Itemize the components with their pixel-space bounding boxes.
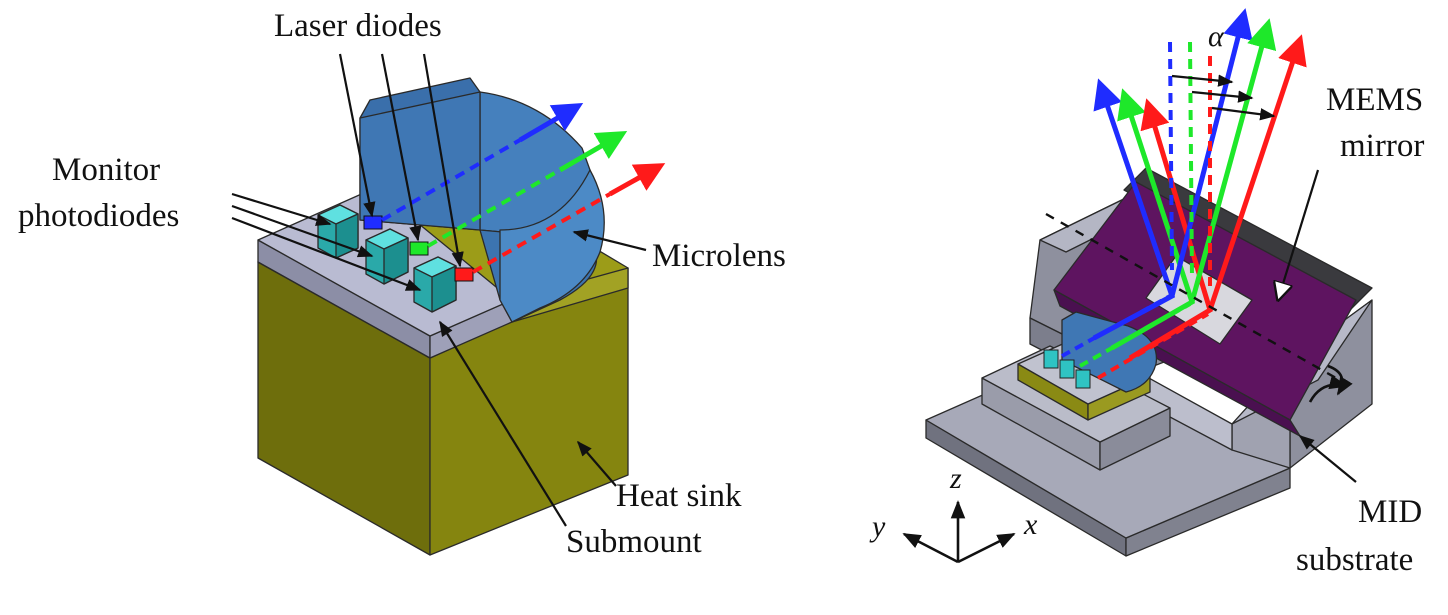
laser-diode-blue xyxy=(363,215,383,230)
beam-green-dashed xyxy=(427,168,561,248)
label-monitor-line2: photodiodes xyxy=(18,198,179,234)
right-laser-module xyxy=(1043,311,1158,393)
alpha-angle-arrows xyxy=(1171,74,1276,121)
label-heat-sink: Heat sink xyxy=(616,478,742,514)
coordinate-axes xyxy=(902,500,1016,564)
beam-green-arrow xyxy=(558,130,628,173)
label-submount: Submount xyxy=(566,524,702,560)
mems-leader xyxy=(1278,169,1320,300)
photodiode-2 xyxy=(365,228,409,285)
left-module: Laser diodes Monitor photodiodes Microle… xyxy=(18,8,786,560)
label-monitor-line1: Monitor xyxy=(52,152,160,188)
label-mid-line2: substrate xyxy=(1296,542,1413,578)
tilt-axis xyxy=(1045,212,1353,403)
axis-label-x: x xyxy=(1023,508,1038,541)
laser-diode-red xyxy=(454,267,474,282)
right-module: α MEMS mirror MID substrate z y x xyxy=(869,8,1424,578)
mid-leader xyxy=(1298,435,1357,483)
label-laser-diodes: Laser diodes xyxy=(274,8,442,44)
beam-red-arrow xyxy=(608,163,666,197)
photodiode-1 xyxy=(317,204,359,259)
beam-red-dashed xyxy=(472,192,611,274)
left-beams xyxy=(380,102,666,274)
left-leader-lines xyxy=(231,53,647,527)
monitor-photodiodes xyxy=(317,204,457,313)
label-alpha: α xyxy=(1208,20,1225,53)
axis-label-y: y xyxy=(869,510,886,543)
label-mems-line1: MEMS xyxy=(1326,82,1423,118)
beam-blue-dashed xyxy=(380,138,522,222)
beam-blue-arrow xyxy=(518,102,584,143)
label-mems-line2: mirror xyxy=(1340,128,1424,164)
photodiode-3 xyxy=(413,256,457,313)
label-microlens: Microlens xyxy=(652,238,786,274)
right-reflected-beams xyxy=(1092,8,1307,361)
axis-label-z: z xyxy=(949,462,962,495)
laser-diodes xyxy=(363,215,474,282)
microlens xyxy=(359,77,605,323)
label-mid-line1: MID xyxy=(1358,494,1422,530)
laser-diode-green xyxy=(409,241,429,256)
